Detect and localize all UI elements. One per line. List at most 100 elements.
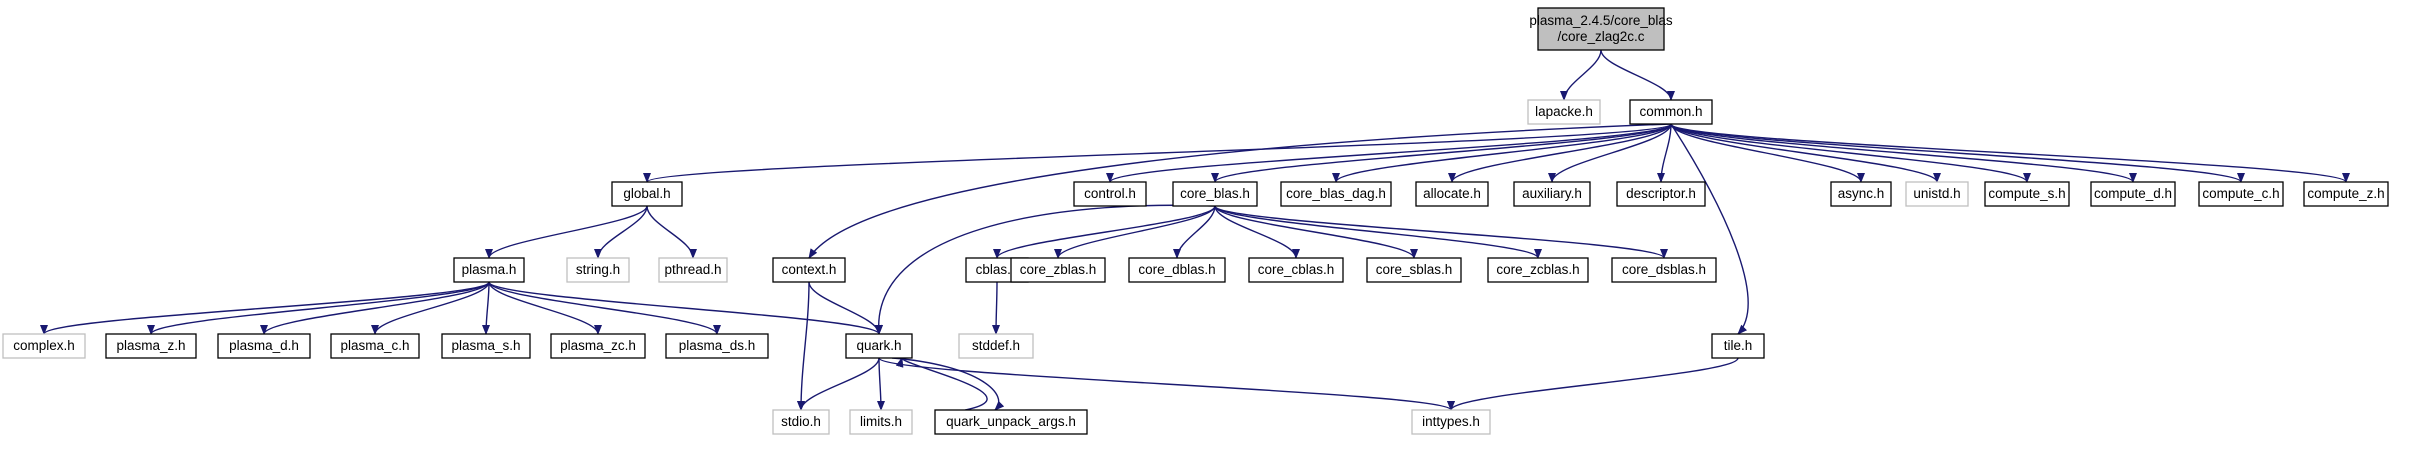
node-plasma-h[interactable]: plasma.h (453, 257, 525, 283)
edge-plasma_h-to-plasma_s_h (482, 281, 491, 335)
node-label: common.h (1639, 104, 1702, 119)
node-box (550, 333, 646, 359)
node-string-h: string.h (566, 257, 630, 283)
edge-context_h-to-stdio_h (797, 281, 810, 411)
node-label: core_dblas.h (1138, 262, 1215, 277)
node-plasma-z-h[interactable]: plasma_z.h (105, 333, 197, 359)
node-label: core_cblas.h (1258, 262, 1335, 277)
edge-plasma_h-to-plasma_z_h (147, 281, 490, 335)
node-label: compute_s.h (1988, 186, 2065, 201)
node-core-blas-dag-h[interactable]: core_blas_dag.h (1280, 181, 1392, 207)
node-label: quark.h (856, 338, 901, 353)
edge-common_h-to-compute_z_h (1670, 123, 2350, 183)
node-plasma-zc-h[interactable]: plasma_zc.h (550, 333, 646, 359)
node-label: unistd.h (1913, 186, 1960, 201)
node-box (1905, 181, 1969, 207)
node-plasma-d-h[interactable]: plasma_d.h (217, 333, 311, 359)
edge-common_h-to-auxiliary_h (1548, 123, 1672, 183)
node-label: core_dsblas.h (1622, 262, 1706, 277)
node-label: plasma_zc.h (560, 338, 636, 353)
node-core-sblas-h[interactable]: core_sblas.h (1366, 257, 1462, 283)
node-compute-s-h[interactable]: compute_s.h (1984, 181, 2070, 207)
node-core-dblas-h[interactable]: core_dblas.h (1128, 257, 1226, 283)
node-box (1415, 181, 1489, 207)
edge-plasma_h-to-quark_h (488, 281, 883, 335)
node-inttypes-h: inttypes.h (1411, 409, 1491, 435)
edge-core_blas_h-to-core_zcblas_h (1214, 205, 1542, 259)
edge-root-to-common_h (1600, 49, 1675, 101)
node-label: plasma_d.h (229, 338, 299, 353)
node-label: descriptor.h (1626, 186, 1696, 201)
node-box (441, 333, 531, 359)
node-box (934, 409, 1088, 435)
node-label: plasma_ds.h (679, 338, 756, 353)
edge-common_h-to-global_h (643, 123, 1672, 183)
node-root[interactable]: plasma_2.4.5/core_blas/core_zlag2c.c (1529, 7, 1673, 51)
node-core-zcblas-h[interactable]: core_zcblas.h (1487, 257, 1589, 283)
node-label: plasma_c.h (340, 338, 409, 353)
node-box (1513, 181, 1591, 207)
edge-context_h-to-quark_h (808, 281, 883, 335)
node-box (1537, 7, 1665, 51)
node-global-h[interactable]: global.h (611, 181, 683, 207)
node-compute-d-h[interactable]: compute_d.h (2090, 181, 2176, 207)
node-core-blas-h[interactable]: core_blas.h (1172, 181, 1258, 207)
node-auxiliary-h[interactable]: auxiliary.h (1513, 181, 1591, 207)
node-label: stddef.h (972, 338, 1020, 353)
edge-core_blas_h-to-core_zblas_h (1054, 205, 1216, 259)
node-stddef-h: stddef.h (958, 333, 1034, 359)
edge-quark_h-to-quark_unpack_args_h (891, 357, 1005, 411)
node-quark-h[interactable]: quark.h (845, 333, 913, 359)
node-label: async.h (1838, 186, 1885, 201)
node-box (611, 181, 683, 207)
node-box (1527, 99, 1601, 125)
node-label: plasma_z.h (116, 338, 185, 353)
node-label: inttypes.h (1422, 414, 1480, 429)
node-box (1128, 257, 1226, 283)
node-box (1629, 99, 1713, 125)
node-label: string.h (576, 262, 620, 277)
node-box (958, 333, 1034, 359)
node-core-dsblas-h[interactable]: core_dsblas.h (1611, 257, 1717, 283)
node-compute-z-h[interactable]: compute_z.h (2303, 181, 2389, 207)
node-box (2090, 181, 2176, 207)
node-core-cblas-h[interactable]: core_cblas.h (1248, 257, 1344, 283)
edge-common_h-to-compute_d_h (1670, 123, 2137, 183)
node-unistd-h: unistd.h (1905, 181, 1969, 207)
node-core-zblas-h[interactable]: core_zblas.h (1010, 257, 1106, 283)
node-tile-h[interactable]: tile.h (1711, 333, 1765, 359)
edge-global_h-to-pthread_h (646, 205, 697, 259)
edge-tile_h-to-inttypes_h (1447, 357, 1739, 411)
edge-quark_h-to-stdio_h (797, 357, 880, 411)
node-quark-unpack-args-h[interactable]: quark_unpack_args.h (934, 409, 1088, 435)
node-compute-c-h[interactable]: compute_c.h (2198, 181, 2284, 207)
edge-plasma_h-to-plasma_ds_h (488, 281, 721, 335)
node-common-h[interactable]: common.h (1629, 99, 1713, 125)
edge-common_h-to-unistd_h (1670, 123, 1941, 183)
node-plasma-c-h[interactable]: plasma_c.h (330, 333, 420, 359)
edge-plasma_h-to-complex_h (40, 281, 490, 335)
node-label: core_blas_dag.h (1286, 186, 1386, 201)
node-plasma-s-h[interactable]: plasma_s.h (441, 333, 531, 359)
edge-common_h-to-compute_s_h (1670, 123, 2031, 183)
edge-quark_unpack_args_h-to-quark_h (895, 357, 988, 411)
node-label: context.h (782, 262, 837, 277)
edge-common_h-to-compute_c_h (1670, 123, 2245, 183)
node-box (330, 333, 420, 359)
node-box (566, 257, 630, 283)
node-box (1616, 181, 1706, 207)
node-label: lapacke.h (1535, 104, 1593, 119)
node-descriptor-h[interactable]: descriptor.h (1616, 181, 1706, 207)
node-allocate-h[interactable]: allocate.h (1415, 181, 1489, 207)
node-control-h[interactable]: control.h (1073, 181, 1147, 207)
node-plasma-ds-h[interactable]: plasma_ds.h (665, 333, 769, 359)
node-label: pthread.h (664, 262, 721, 277)
node-label: limits.h (860, 414, 902, 429)
node-label: allocate.h (1423, 186, 1481, 201)
node-context-h[interactable]: context.h (772, 257, 846, 283)
edges-layer (40, 49, 2350, 411)
node-async-h[interactable]: async.h (1830, 181, 1892, 207)
edge-plasma_h-to-plasma_zc_h (488, 281, 602, 335)
node-label: auxiliary.h (1522, 186, 1582, 201)
